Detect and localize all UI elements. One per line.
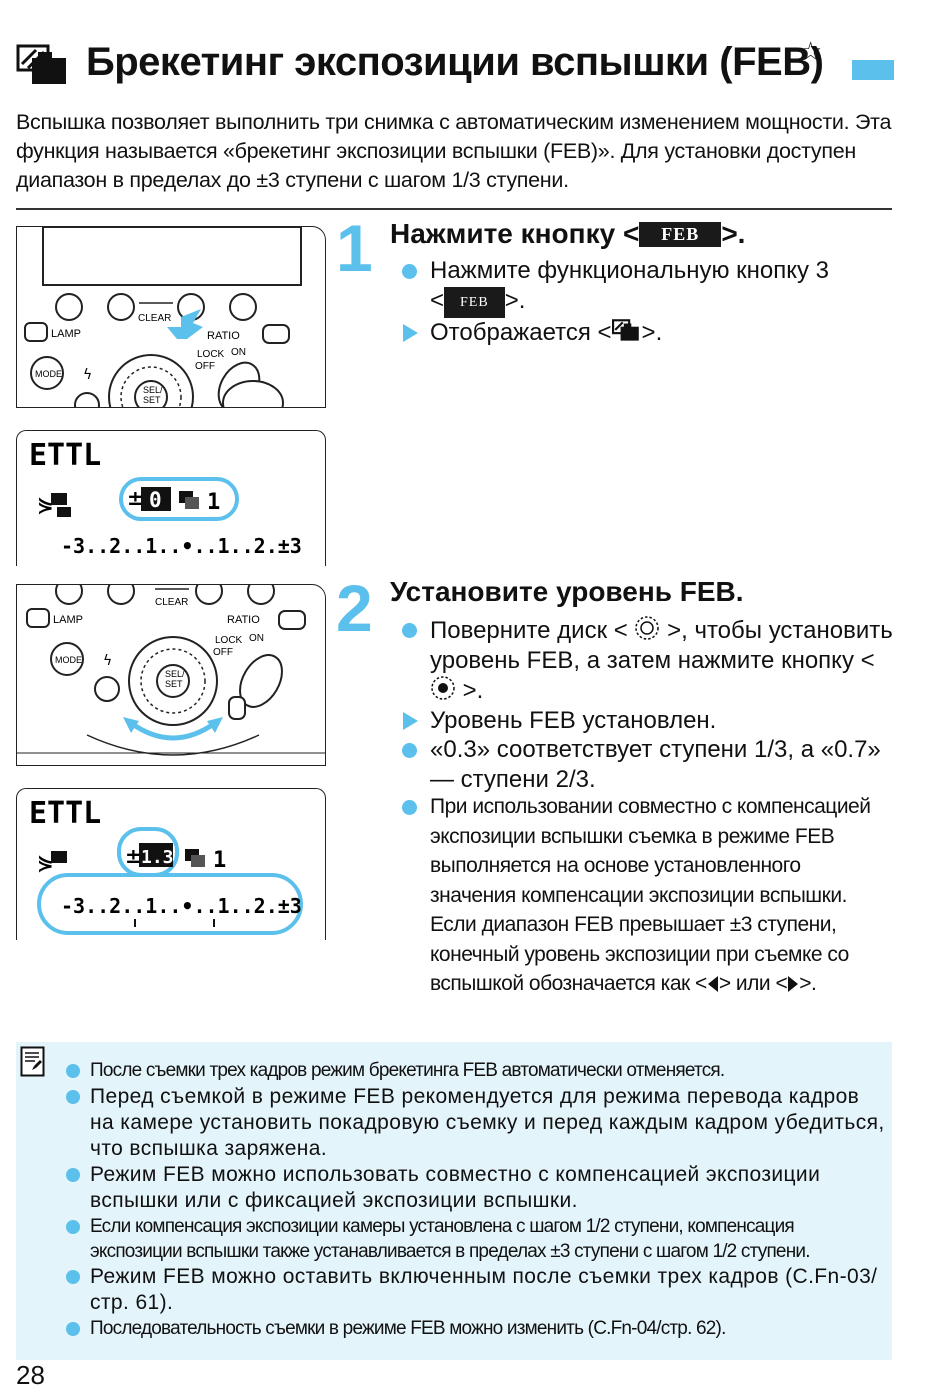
list-item: «0.3» соответствует ступени 1/3, а «0.7»… <box>396 735 896 794</box>
on-label: ON <box>231 347 246 358</box>
step-1-heading-text: Нажмите кнопку < <box>390 218 640 249</box>
lock-label-2: LOCK <box>215 635 243 646</box>
list-item: После съемки трех кадров режим брекетинг… <box>60 1058 886 1084</box>
sel-label-2: SEL/ <box>165 669 185 679</box>
svg-text:⋟: ⋟ <box>37 492 54 516</box>
clear-label-2: CLEAR <box>155 597 188 608</box>
flash-back-illustration-1: CLEAR LAMP RATIO MODE ϟ SEL/ SET LOCK ON… <box>16 226 326 408</box>
feb-flash-icon-small <box>611 319 639 341</box>
divider <box>16 208 892 210</box>
set-button-icon <box>431 676 455 700</box>
lcd2-scale: -3..2..1..•..1..2.±3 <box>61 894 302 918</box>
set-label: SET <box>143 395 161 405</box>
lcd2-count: 1 <box>213 848 226 873</box>
lcd2-value: 1.3 <box>141 847 174 868</box>
list-item: Нажмите функциональную кнопку 3 <FEB>. <box>396 256 896 318</box>
feb-button-icon: FEB <box>639 222 722 247</box>
lamp-label: LAMP <box>51 328 81 340</box>
step-2-bullet-1-c: >. <box>456 677 484 704</box>
list-item: Режим FEB можно использовать совместно с… <box>60 1162 886 1214</box>
on-label-2: ON <box>249 633 264 644</box>
memo-icon <box>20 1046 45 1077</box>
step-1-heading: Нажмите кнопку <FEB>. <box>390 218 745 250</box>
advanced-star-icon: ☆ <box>799 36 823 66</box>
lcd-display-2: ETTL ⋟ ± 1.3 1 -3..2..1..•..1..2.±3 <box>16 788 326 940</box>
ratio-label-2: RATIO <box>227 614 260 626</box>
bracket-open: < <box>430 286 445 314</box>
clear-label: CLEAR <box>138 313 171 324</box>
mode-label-2: MODE <box>55 655 82 665</box>
lcd1-scale: -3..2..1..•..1..2.±3 <box>61 534 302 558</box>
mode-label: MODE <box>35 369 62 379</box>
intro-paragraph: Вспышка позволяет выполнить три снимка с… <box>16 110 892 192</box>
list-item: Уровень FEB установлен. <box>396 706 896 736</box>
off-label: OFF <box>195 361 215 372</box>
lcd-display-1: ETTL ⋟ ± 0 1 -3..2..1..•..1..2.±3 <box>16 430 326 566</box>
step-2-bullet-1-b: >, чтобы установить уровень FEB, а затем… <box>430 617 893 674</box>
right-arrow-icon <box>788 976 799 992</box>
ratio-label: RATIO <box>207 330 240 342</box>
lcd-mode: ETTL <box>29 438 101 473</box>
step-2-bullet-1-a: Поверните диск < <box>430 617 635 644</box>
step-2-heading: Установите уровень FEB. <box>390 576 744 607</box>
svg-text:ϟ: ϟ <box>83 367 92 383</box>
step-2-notes-list: При использовании совместно с компенсаци… <box>396 792 890 999</box>
left-arrow-icon <box>707 976 718 992</box>
list-item: Поверните диск < >, чтобы установить уро… <box>396 615 896 706</box>
step-1-bullet-1-text: Нажмите функциональную кнопку 3 <box>430 257 830 284</box>
step-2-list: Поверните диск < >, чтобы установить уро… <box>396 615 896 794</box>
svg-text:⋟: ⋟ <box>37 850 54 874</box>
lcd2-mode: ETTL <box>29 796 101 831</box>
page-title: Брекетинг экспозиции вспышки (FEB) <box>86 40 824 84</box>
svg-text:±: ± <box>127 486 144 510</box>
list-item: Режим FEB можно оставить включенным посл… <box>60 1264 886 1316</box>
list-item: Отображается < >. <box>396 318 896 348</box>
step-2-note-text-2b: > или < <box>718 972 788 995</box>
step-1-heading-end: >. <box>721 218 746 249</box>
lock-label: LOCK <box>197 349 225 360</box>
title-row: Брекетинг экспозиции вспышки (FEB) ☆ <box>16 36 936 96</box>
dial-icon <box>635 616 660 640</box>
step-1-result-text: Отображается < <box>430 319 612 346</box>
notes-list: После съемки трех кадров режим брекетинг… <box>60 1058 886 1342</box>
step-1-number: 1 <box>336 211 373 285</box>
step-2-note-text-2c: >. <box>799 972 817 995</box>
step-2-note-text-1: При использовании совместно с компенсаци… <box>430 795 871 907</box>
notes-box: После съемки трех кадров режим брекетинг… <box>16 1042 892 1360</box>
section-tab-marker <box>852 60 894 80</box>
bracket-close: >. <box>504 286 526 314</box>
list-item: При использовании совместно с компенсаци… <box>396 792 890 999</box>
set-label-2: SET <box>165 679 183 689</box>
list-item: Последовательность съемки в режиме FEB м… <box>60 1316 886 1342</box>
step-2-note-text-2a: Если диапазон FEB превышает ±3 ступени, … <box>430 913 849 995</box>
lamp-label-2: LAMP <box>53 614 83 626</box>
step-2-number: 2 <box>336 571 373 645</box>
list-item: Перед съемкой в режиме FEB рекомендуется… <box>60 1084 886 1162</box>
feb-button-icon-small: FEB <box>444 286 505 318</box>
lcd1-value: 0 <box>149 488 162 512</box>
step-1-result-end: >. <box>641 319 663 346</box>
feb-flash-icon <box>16 44 66 84</box>
flash-back-illustration-2: CLEAR LAMP RATIO MODE ϟ SEL/ SET LOCK ON… <box>16 584 326 766</box>
svg-text:ϟ: ϟ <box>103 653 112 669</box>
lcd1-count: 1 <box>207 490 220 515</box>
off-label-2: OFF <box>213 647 233 658</box>
sel-label: SEL/ <box>143 385 163 395</box>
page-number: 28 <box>16 1360 45 1390</box>
svg-text:±: ± <box>125 844 142 868</box>
step-1-list: Нажмите функциональную кнопку 3 <FEB>. О… <box>396 256 896 348</box>
list-item: Если компенсация экспозиции камеры устан… <box>60 1214 886 1264</box>
